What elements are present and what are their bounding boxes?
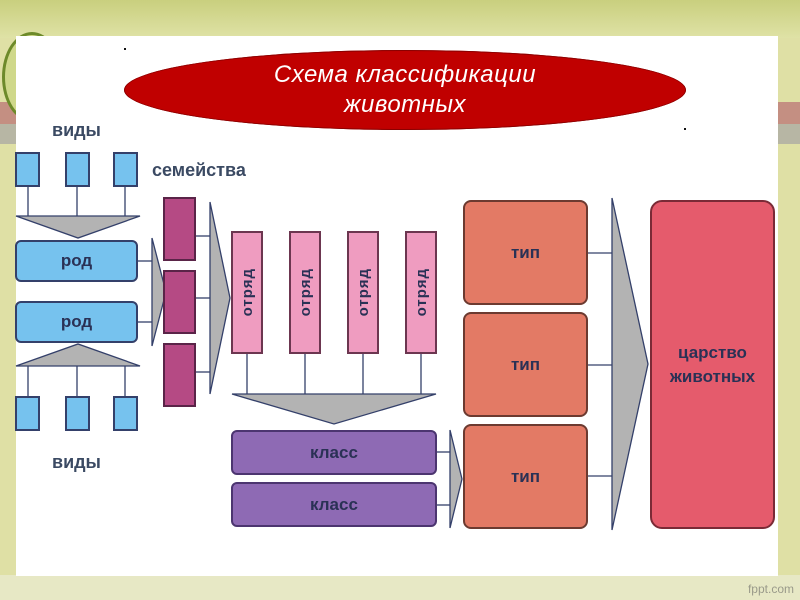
species-box xyxy=(65,396,90,431)
title-oval: Схема классификации животных xyxy=(124,50,686,130)
phylum-box: тип xyxy=(463,312,588,417)
genus-box: род xyxy=(15,301,138,343)
family-box xyxy=(163,270,196,334)
order-box: отряд xyxy=(405,231,437,354)
kingdom-box: царство животных xyxy=(650,200,775,529)
stray-dot xyxy=(124,48,126,50)
phylum-box: тип xyxy=(463,424,588,529)
order-label: отряд xyxy=(354,268,372,317)
species-box xyxy=(113,396,138,431)
arrow-right-genus xyxy=(151,237,167,347)
class-box: класс xyxy=(231,430,437,475)
species-box xyxy=(65,152,90,187)
background-bottom xyxy=(0,575,800,600)
order-box: отряд xyxy=(231,231,263,354)
family-box xyxy=(163,343,196,407)
arrow-down-orders xyxy=(231,393,437,425)
family-box xyxy=(163,197,196,261)
species-box xyxy=(15,396,40,431)
watermark: fppt.com xyxy=(747,582,794,596)
species-box xyxy=(15,152,40,187)
arrow-right-phyla xyxy=(611,197,649,531)
arrow-right-families xyxy=(209,201,231,395)
genus-box: род xyxy=(15,240,138,282)
arrow-right-classes xyxy=(449,429,463,529)
stray-dot xyxy=(684,128,686,130)
order-box: отряд xyxy=(347,231,379,354)
diagram-title: Схема классификации животных xyxy=(273,61,537,118)
order-box: отряд xyxy=(289,231,321,354)
label-species-top: виды xyxy=(52,120,101,140)
background-top xyxy=(0,0,800,38)
order-label: отряд xyxy=(296,268,314,317)
label-families: семейства xyxy=(152,160,246,180)
arrow-down-top xyxy=(15,215,141,239)
order-label: отряд xyxy=(412,268,430,317)
order-label: отряд xyxy=(238,268,256,317)
label-species-bottom: виды xyxy=(52,452,101,472)
arrow-up-bottom xyxy=(15,343,141,367)
class-box: класс xyxy=(231,482,437,527)
species-box xyxy=(113,152,138,187)
phylum-box: тип xyxy=(463,200,588,305)
